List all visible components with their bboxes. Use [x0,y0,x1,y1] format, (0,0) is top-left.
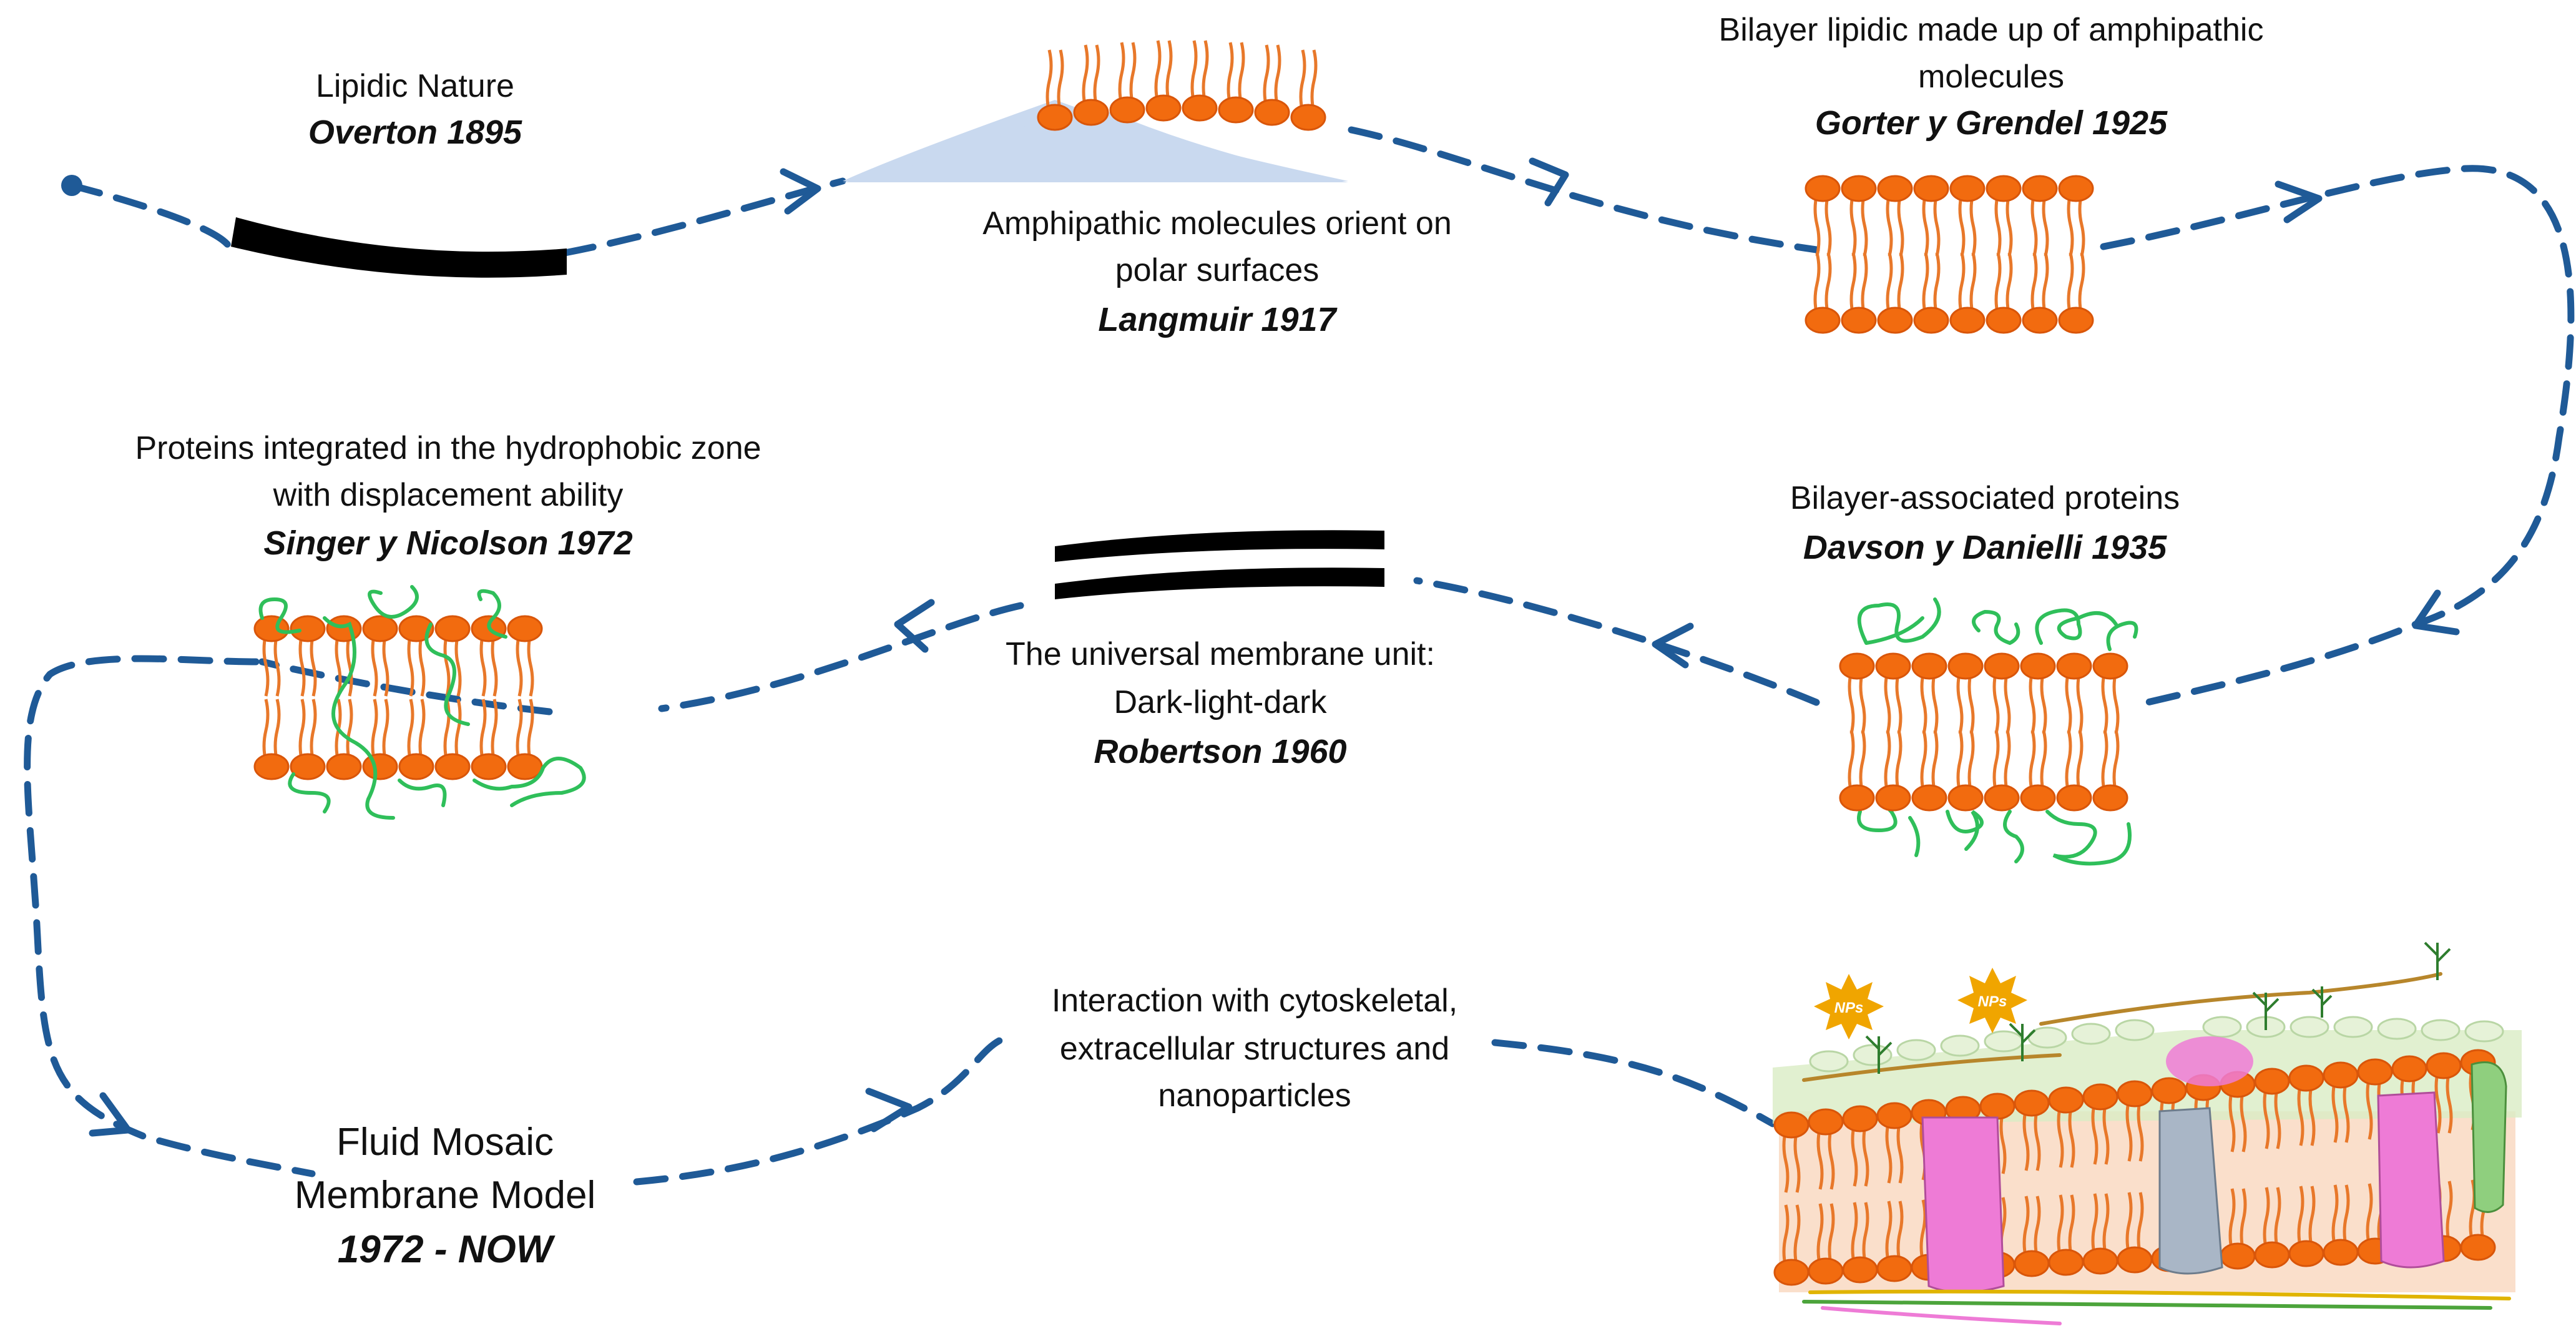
singer-bilayer-icon [255,585,586,820]
caption-line: with displacement ability [273,477,624,513]
modern-membrane-icon: NPs NPs [1773,941,2522,1325]
svg-text:NPs: NPs [1834,1000,1864,1016]
citation: Singer y Nicolson 1972 [263,524,632,562]
grey-protein [2158,1107,2223,1275]
lipid-bar-icon [231,217,567,278]
label-overton: Lipidic Nature Overton 1895 [308,68,522,151]
caption-line: Proteins integrated in the hydrophobic z… [135,430,761,466]
caption-line: nanoparticles [1158,1078,1351,1114]
caption-line: Interaction with cytoskeletal, [1052,983,1457,1019]
caption-line: extracellular structures and [1060,1031,1449,1067]
citation: Langmuir 1917 [1098,301,1338,338]
timeline-start-dot [61,175,82,196]
label-robertson: The universal membrane unit: Dark-light-… [1006,636,1435,770]
svg-text:NPs: NPs [1978,993,2007,1010]
caption-line: Amphipathic molecules orient on [982,205,1452,242]
nanoparticle-icon: NPs [1957,968,2027,1033]
caption-line: Lipidic Nature [316,68,514,104]
caption-line: Bilayer lipidic made up of amphipathic [1719,12,2264,48]
pink-protein [1921,1116,2005,1294]
caption-line: The universal membrane unit: [1006,636,1435,672]
citation: Robertson 1960 [1094,733,1346,770]
caption-line: Fluid Mosaic [336,1121,554,1164]
green-protein [2471,1061,2507,1213]
timeline-path [24,126,2575,1186]
label-modern: Interaction with cytoskeletal, extracell… [1052,983,1457,1114]
caption-line: molecules [1918,59,2064,95]
label-fluid-mosaic: Fluid Mosaic Membrane Model 1972 - NOW [295,1121,595,1271]
caption-line: polar surfaces [1115,252,1320,288]
nanoparticle-icon: NPs [1814,974,1884,1039]
caption-line: Bilayer-associated proteins [1790,480,2180,516]
citation: Gorter y Grendel 1925 [1815,104,2168,142]
unit-membrane-icon [1055,530,1384,599]
label-singer: Proteins integrated in the hydrophobic z… [135,430,761,562]
citation: 1972 - NOW [338,1228,556,1271]
label-langmuir: Amphipathic molecules orient on polar su… [982,205,1452,338]
pink-protein-2 [2377,1091,2445,1269]
citation: Davson y Danielli 1935 [1803,529,2167,566]
timeline-arrowheads [89,157,2460,1137]
label-davson: Bilayer-associated proteins Davson y Dan… [1790,480,2180,566]
caption-line: Membrane Model [295,1174,595,1217]
langmuir-monolayer-icon [843,41,1348,182]
gorter-bilayer-icon [1806,176,2093,333]
caption-line: Dark-light-dark [1114,684,1328,720]
davson-bilayer-icon [1840,597,2138,866]
label-gorter: Bilayer lipidic made up of amphipathic m… [1719,12,2264,142]
citation: Overton 1895 [308,114,522,151]
